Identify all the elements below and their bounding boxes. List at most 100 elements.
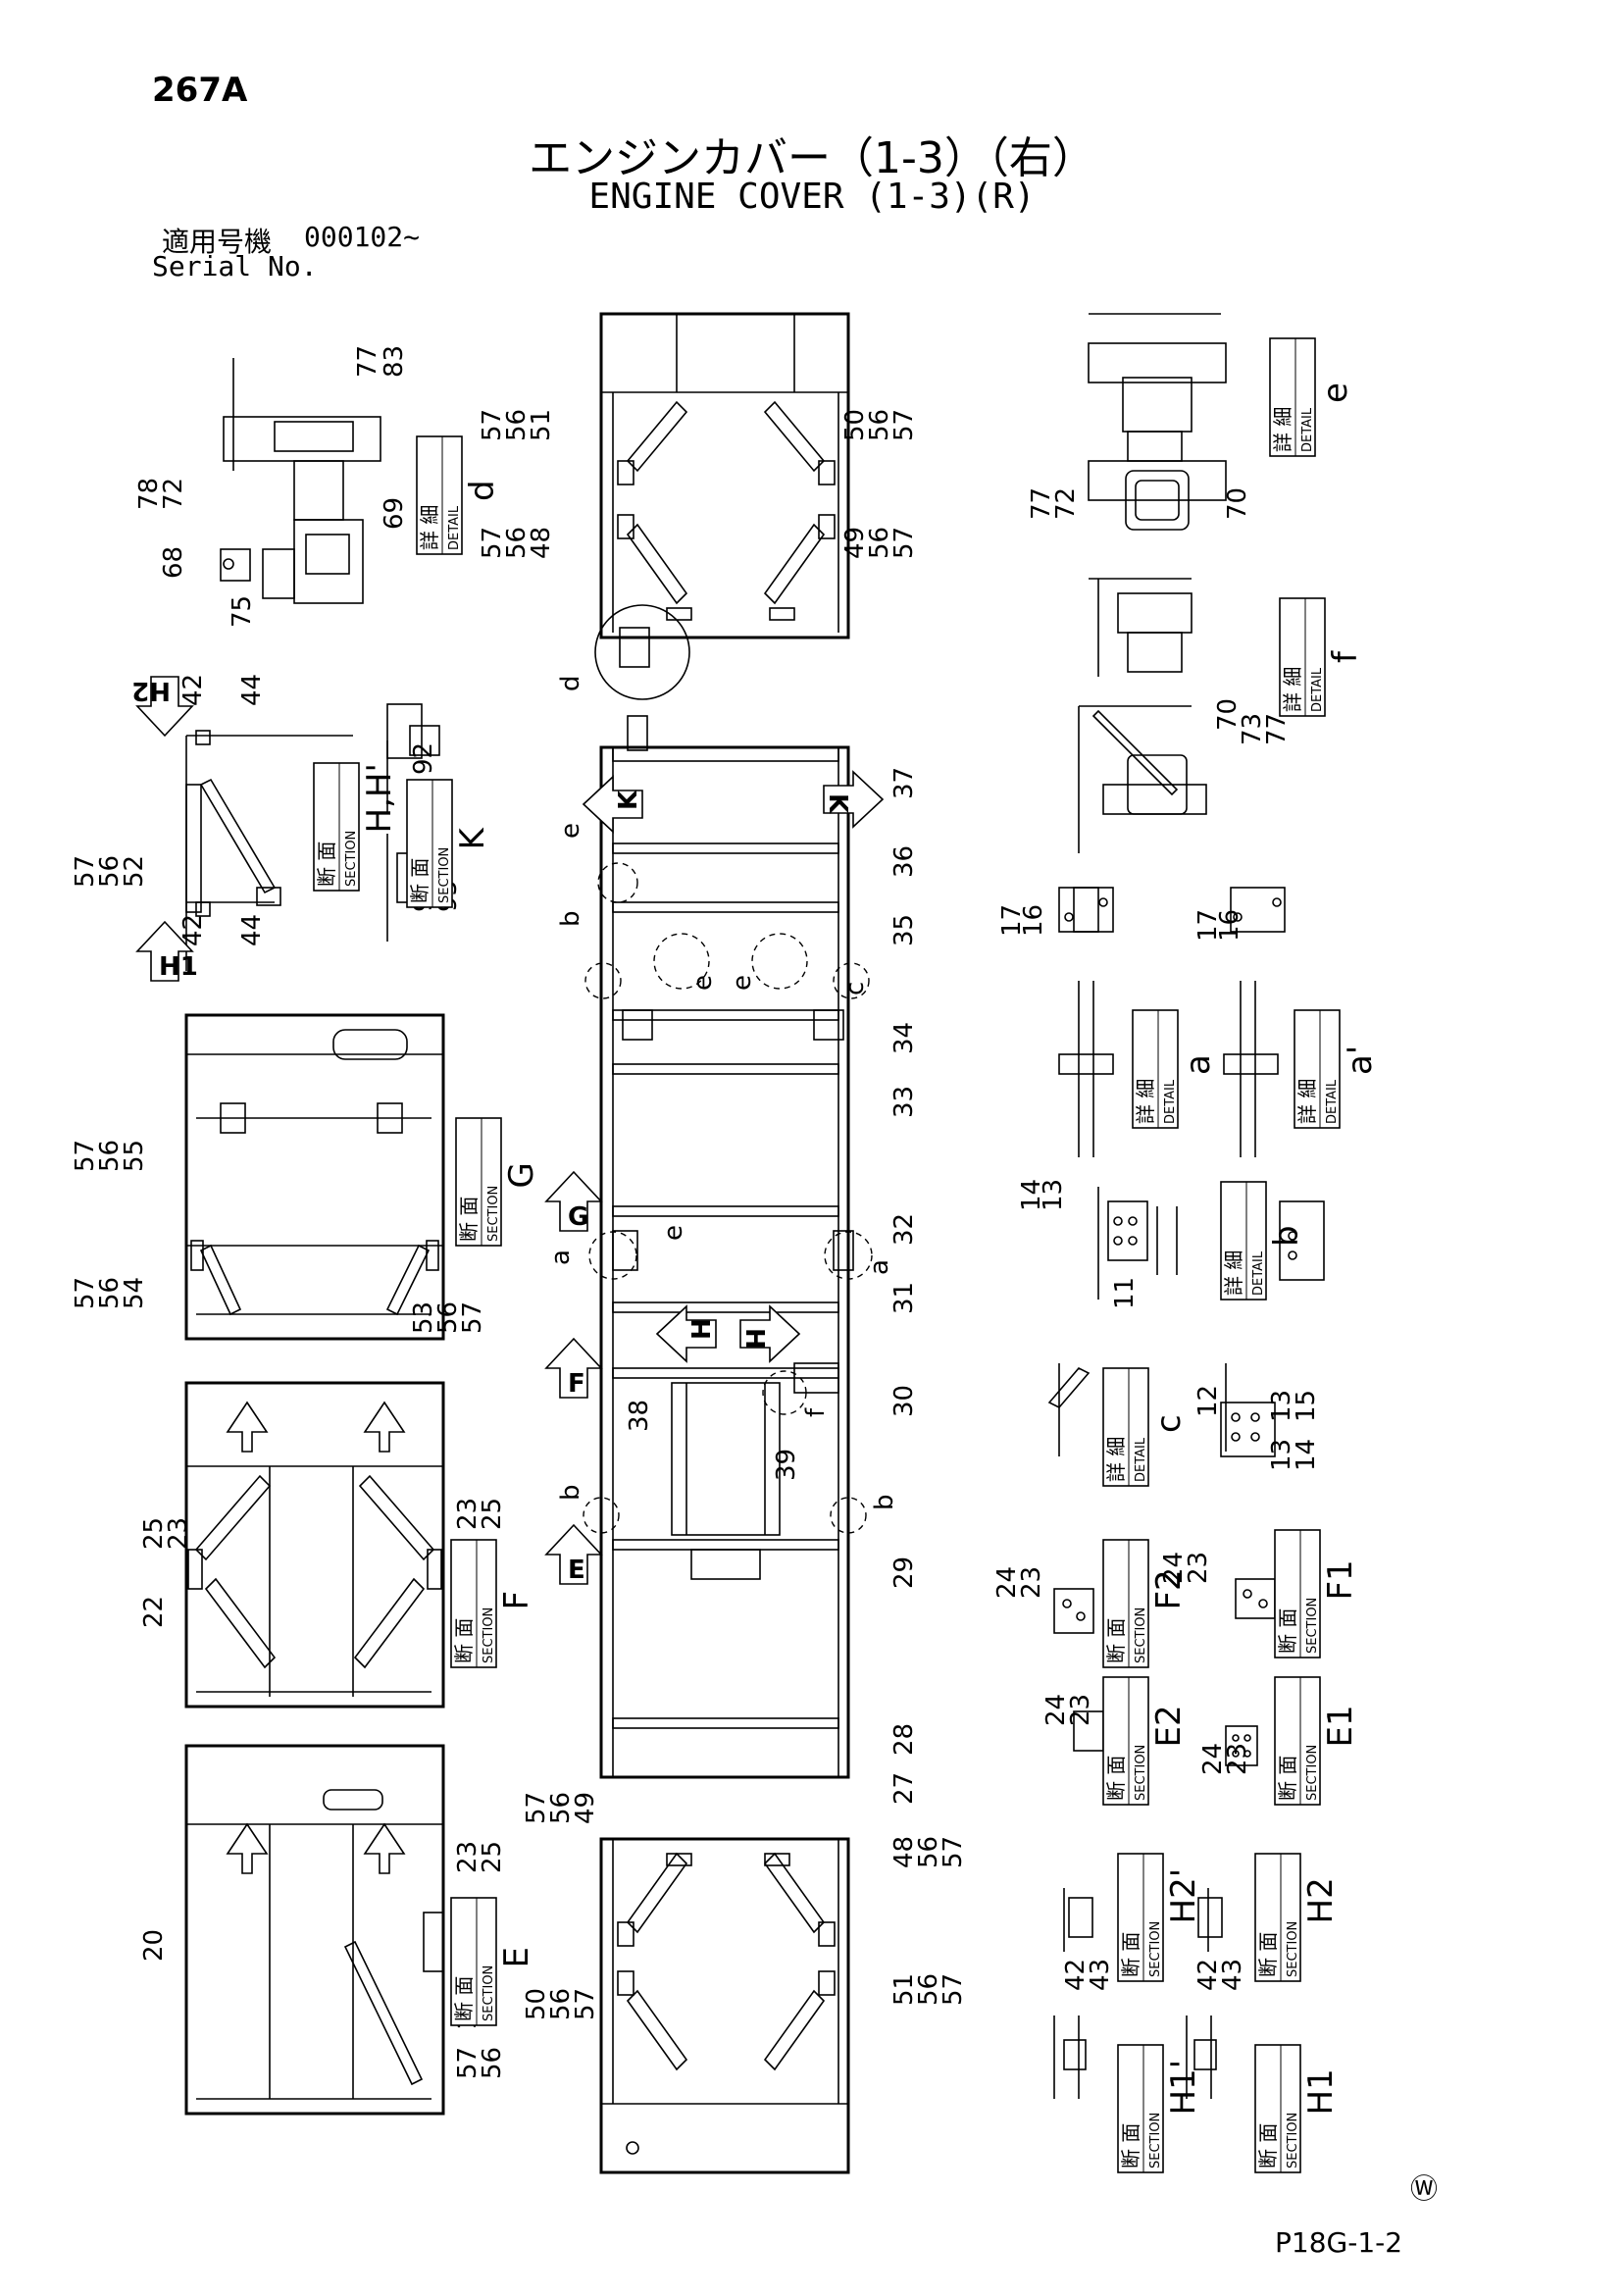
view-direction-arrow: H1 bbox=[135, 920, 198, 982]
view-direction-arrow: H bbox=[739, 1304, 801, 1363]
title-japanese: エンジンカバー（1-3）（右） bbox=[529, 133, 1095, 183]
part-number-label: 56 bbox=[478, 2047, 507, 2079]
part-number-label: 38 bbox=[625, 1400, 654, 1432]
part-number-label: 16 bbox=[1215, 909, 1244, 942]
view-letter: E bbox=[497, 1947, 536, 1967]
title-box-frame bbox=[406, 779, 453, 908]
serial-label-english: Serial No. bbox=[152, 250, 318, 282]
part-number-label: 75 bbox=[228, 595, 257, 628]
part-number-label: 29 bbox=[889, 1556, 919, 1589]
arrow-label: H bbox=[687, 1318, 717, 1340]
title-box-japanese-word: 詳 細 bbox=[1222, 1250, 1245, 1296]
part-number-label: 23 bbox=[1184, 1552, 1213, 1584]
title-box-english-word: SECTION bbox=[482, 1607, 496, 1663]
view-letter: K bbox=[453, 827, 492, 850]
part-number-label: 57 bbox=[453, 2047, 482, 2079]
title-box-japanese-word: 断 面 bbox=[1276, 1756, 1299, 1801]
title-box-english-word: SECTION bbox=[1148, 2113, 1163, 2168]
part-number-label: 24 bbox=[1198, 1743, 1228, 1775]
part-number-label: 14 bbox=[1017, 1179, 1046, 1211]
view-direction-arrow: H bbox=[655, 1304, 717, 1363]
view-direction-arrow: F bbox=[544, 1337, 603, 1399]
part-number-label: 56 bbox=[433, 1301, 463, 1334]
part-number-label: 23 bbox=[1066, 1694, 1095, 1726]
part-number-label: 31 bbox=[889, 1282, 919, 1314]
part-number-label: 56 bbox=[502, 527, 532, 559]
part-number-label: 50 bbox=[522, 1988, 551, 2020]
part-number-label: 77 bbox=[1027, 487, 1056, 520]
title-box-japanese-word: 詳 細 bbox=[1295, 1079, 1319, 1124]
part-number-label: 34 bbox=[889, 1022, 919, 1054]
title-box-japanese-word: 断 面 bbox=[315, 842, 338, 887]
title-box-japanese-word: 断 面 bbox=[1119, 1932, 1142, 1977]
part-number-label: 56 bbox=[502, 409, 532, 441]
title-box-frame bbox=[1102, 1367, 1149, 1487]
title-box-frame bbox=[450, 1897, 497, 2026]
title-box-frame bbox=[1269, 337, 1316, 457]
arrow-label: H2 bbox=[131, 676, 171, 705]
title-box-frame bbox=[1254, 1853, 1301, 1982]
view-letter: H2' bbox=[1164, 1868, 1203, 1924]
title-box-english-word: SECTION bbox=[1286, 1921, 1300, 1977]
title-box-english-word: SECTION bbox=[1286, 2113, 1300, 2168]
part-number-label: 68 bbox=[159, 546, 188, 579]
title-box-frame bbox=[1102, 1676, 1149, 1806]
title-box-english-word: SECTION bbox=[1305, 1598, 1320, 1654]
view-letter: e bbox=[1316, 383, 1355, 403]
part-number-label: 37 bbox=[889, 767, 919, 799]
callout-letter: e bbox=[659, 1225, 688, 1241]
part-number-label: 44 bbox=[237, 674, 267, 706]
part-number-label: 53 bbox=[409, 1301, 438, 1334]
callout-letter: a bbox=[865, 1259, 894, 1275]
title-box-frame bbox=[1102, 1539, 1149, 1668]
arrow-shape bbox=[135, 920, 194, 982]
title-box-english-word: SECTION bbox=[1305, 1745, 1320, 1801]
title-box-frame bbox=[1294, 1009, 1341, 1129]
part-number-label: 30 bbox=[889, 1385, 919, 1417]
view-letter: E2 bbox=[1149, 1705, 1189, 1747]
title-box-frame bbox=[1132, 1009, 1179, 1129]
view-letter: b bbox=[1267, 1225, 1306, 1247]
title-box-japanese-word: 断 面 bbox=[1119, 2123, 1142, 2168]
part-number-label: 13 bbox=[1267, 1439, 1296, 1471]
title-box-frame bbox=[1220, 1181, 1267, 1301]
title-box-japanese-word: 断 面 bbox=[457, 1197, 481, 1242]
part-number-label: 27 bbox=[889, 1772, 919, 1805]
part-number-label: 39 bbox=[772, 1449, 801, 1481]
view-letter: f bbox=[1326, 650, 1365, 663]
arrow-label: E bbox=[568, 1556, 585, 1585]
part-number-label: 49 bbox=[571, 1792, 600, 1824]
view-direction-arrow: K bbox=[823, 770, 885, 829]
title-box-japanese-word: 断 面 bbox=[408, 858, 431, 903]
part-number-label: 11 bbox=[1110, 1277, 1140, 1309]
title-box-frame bbox=[1274, 1529, 1321, 1658]
title-box-frame bbox=[416, 435, 463, 555]
part-number-label: 13 bbox=[1267, 1390, 1296, 1422]
part-number-label: 42 bbox=[1061, 1959, 1091, 1991]
part-number-label: 48 bbox=[527, 527, 556, 559]
title-box-japanese-word: 断 面 bbox=[1276, 1608, 1299, 1654]
part-number-label: 51 bbox=[527, 409, 556, 441]
watermark-symbol: Ⓦ bbox=[1410, 2172, 1439, 2205]
title-box-frame bbox=[1274, 1676, 1321, 1806]
part-number-label: 49 bbox=[840, 527, 870, 559]
part-number-label: 12 bbox=[1193, 1385, 1223, 1417]
view-letter: E1 bbox=[1321, 1705, 1360, 1747]
part-number-label: 56 bbox=[95, 1140, 125, 1172]
arrow-label: K bbox=[823, 793, 852, 814]
part-number-label: 17 bbox=[997, 904, 1027, 937]
title-english: ENGINE COVER (1-3)(R) bbox=[588, 177, 1036, 217]
view-letter: F bbox=[497, 1591, 536, 1610]
title-box-japanese-word: 詳 細 bbox=[1281, 667, 1304, 712]
part-number-label: 77 bbox=[353, 345, 382, 378]
